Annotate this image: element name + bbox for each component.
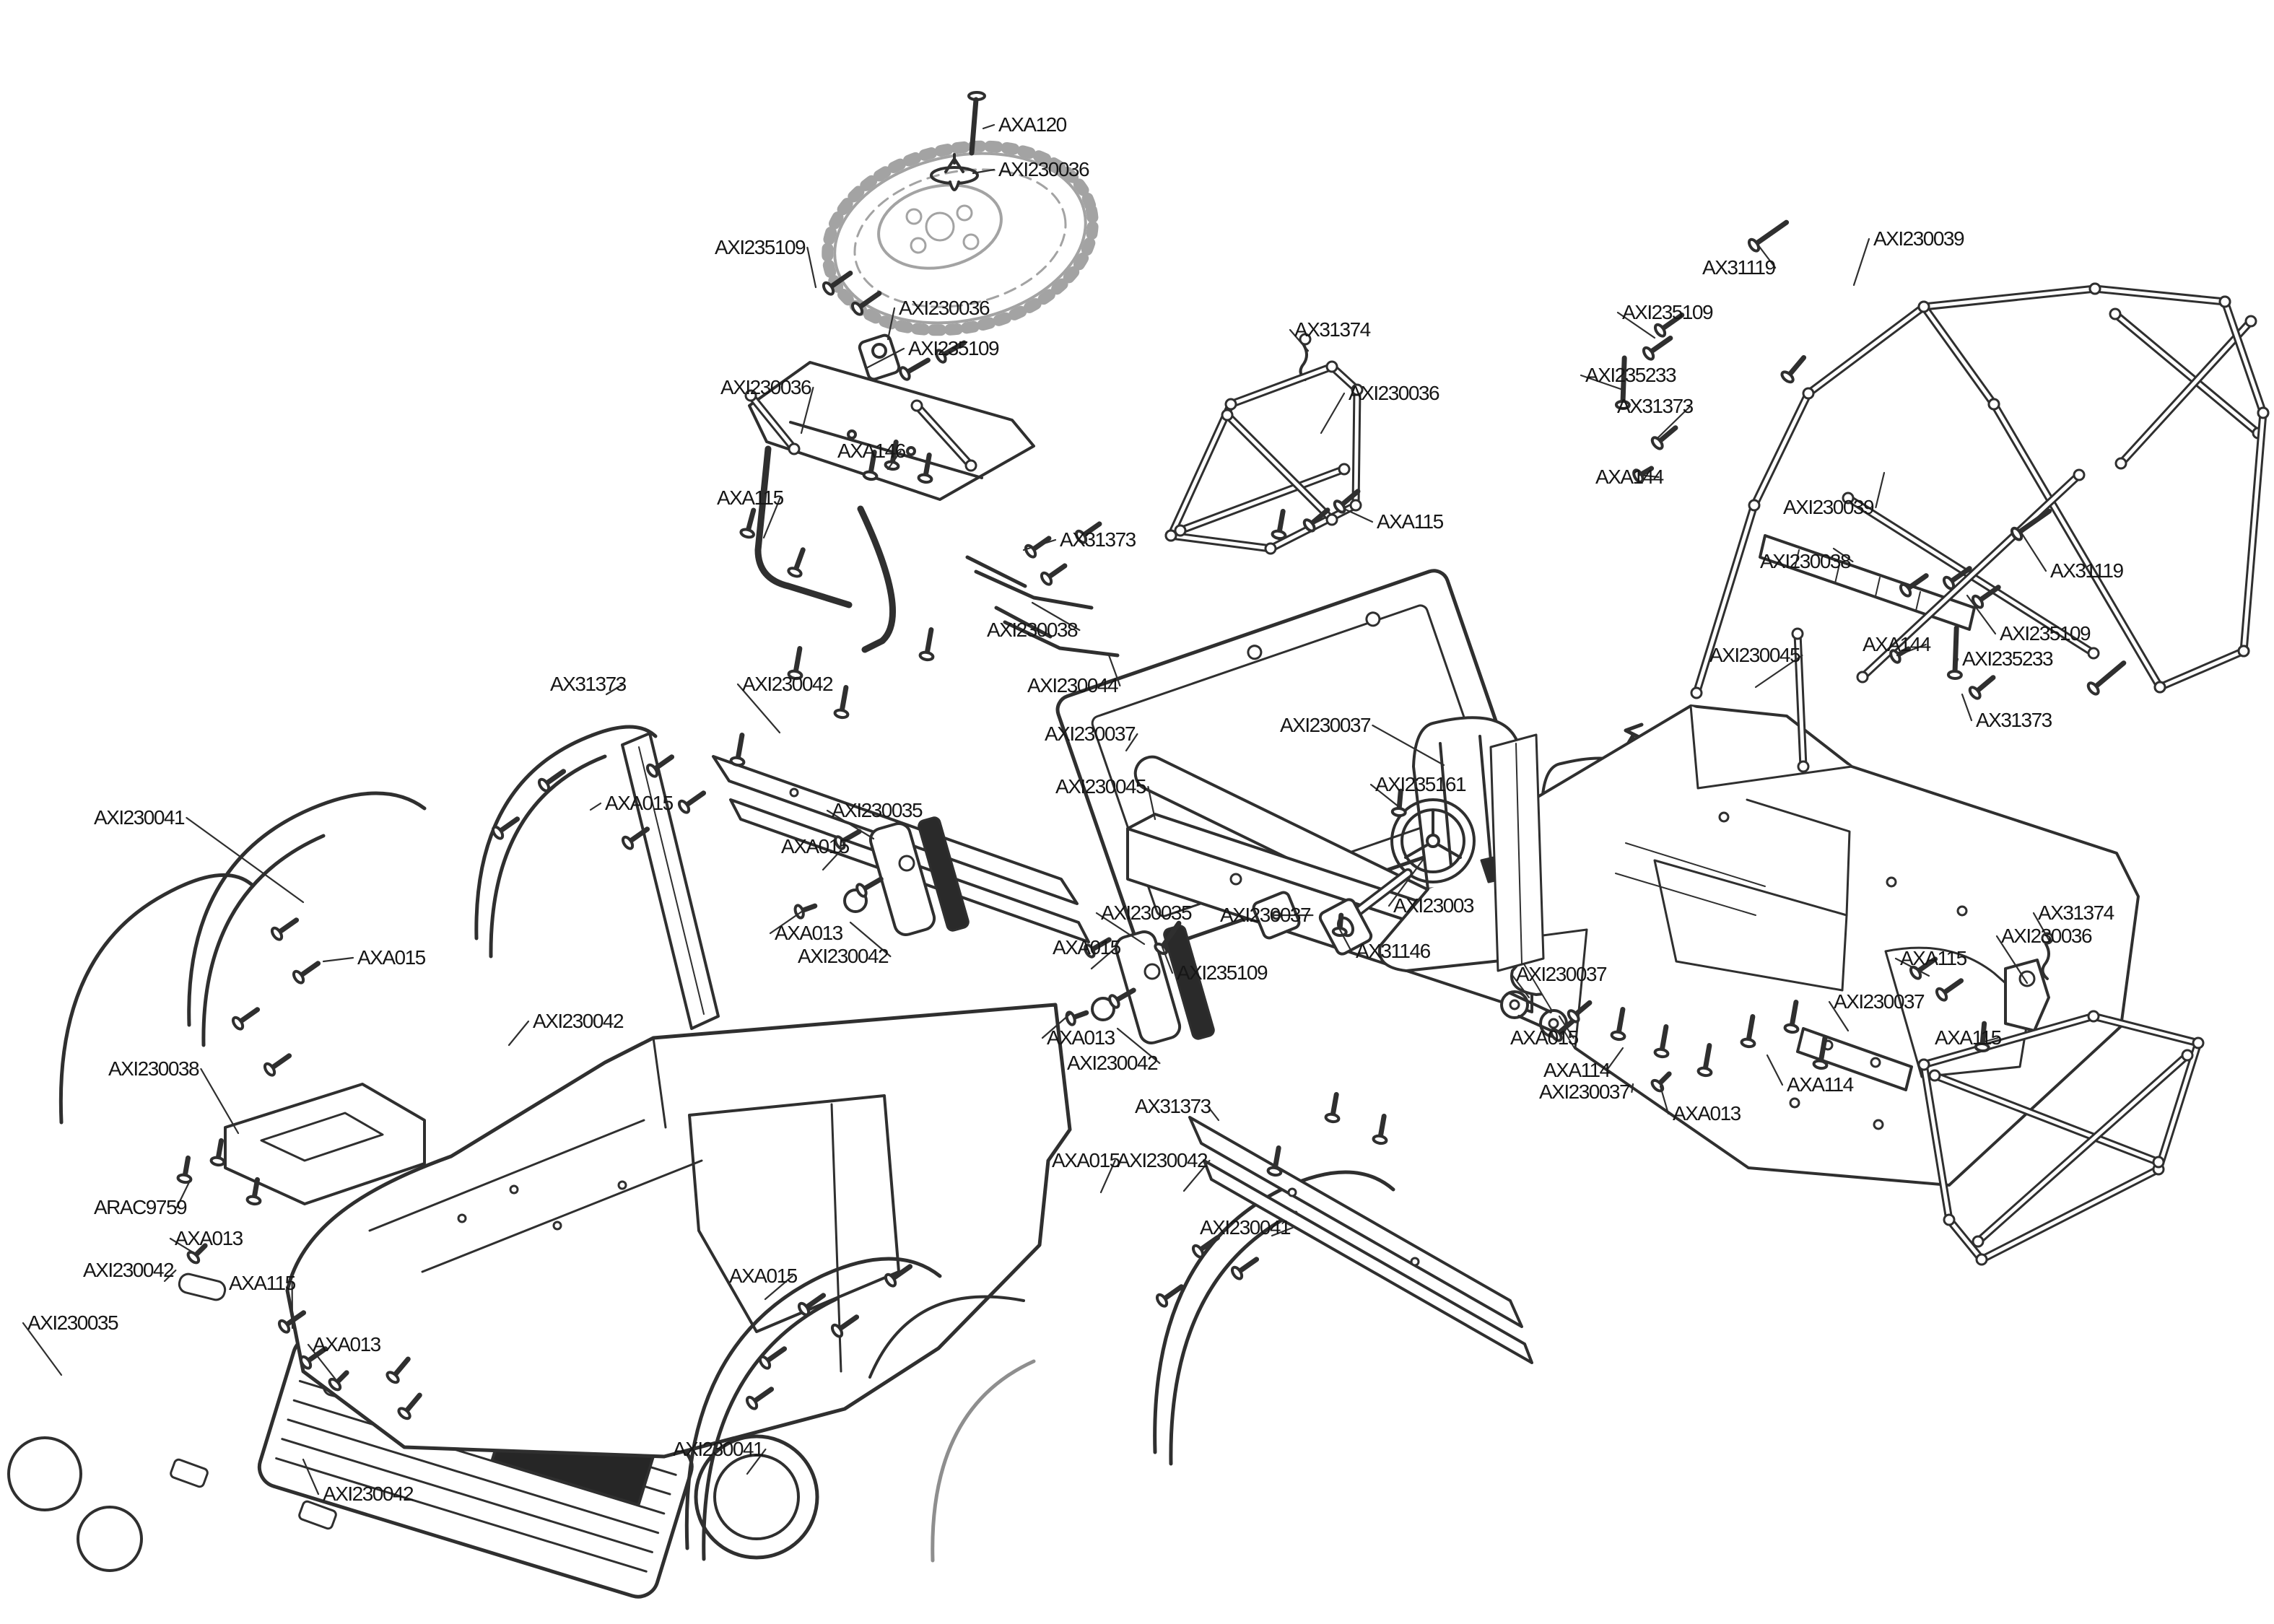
part-label: AXI230042: [533, 1010, 624, 1032]
part-label: AXA115: [1935, 1026, 2002, 1049]
part-label: AXA114: [1543, 1059, 1611, 1081]
part-label: ARAC9759: [94, 1196, 188, 1218]
wiper-arms-drawing: [965, 555, 1120, 658]
part-label: AXI230045: [1055, 775, 1147, 798]
part-label: AXA013: [175, 1227, 243, 1249]
part-label: AXI230037: [1280, 714, 1372, 736]
part-label: AXI230045: [1709, 644, 1801, 666]
part-label: AXI230037: [1220, 904, 1312, 926]
part-label: AX31119: [2050, 559, 2124, 582]
hood-scoop-drawing: [224, 1083, 426, 1205]
tire-mount-hardware: [930, 91, 986, 191]
part-label: AXA013: [313, 1333, 381, 1355]
part-label: AXI235109: [1177, 961, 1268, 984]
screw-hardware: [176, 219, 2127, 1420]
part-label: AX31373: [1135, 1095, 1211, 1117]
part-label: AXI235233: [1585, 364, 1677, 386]
part-label: AXI230035: [832, 799, 923, 821]
part-label: AXA115: [717, 486, 784, 509]
part-label: AXA115: [1900, 947, 1967, 969]
part-label: AXI230042: [323, 1483, 414, 1505]
part-label: AXI230039: [1783, 496, 1875, 518]
part-label: AXA120: [998, 113, 1067, 136]
part-label: AXI235109: [715, 236, 806, 258]
body-shell-drawing: [285, 1003, 1072, 1459]
part-label: AXA115: [1377, 510, 1444, 533]
windshield-panel-drawing: [621, 732, 720, 1030]
part-label: AXI230042: [798, 945, 889, 967]
part-label: AXA013: [1047, 1026, 1115, 1049]
part-label: AXI230042: [742, 673, 834, 695]
part-label: AXI235161: [1375, 773, 1467, 795]
part-label: AXI230037: [1045, 722, 1136, 745]
roll-cage-and-door-tubes: [744, 282, 2270, 1266]
part-label: AXA013: [775, 922, 843, 944]
part-label: AX31374: [2038, 902, 2114, 924]
part-label: AXI23003: [1393, 894, 1475, 917]
part-label: AXI230042: [1117, 1149, 1208, 1171]
part-label: AXA015: [1052, 1149, 1120, 1171]
part-label: AXI230041: [1200, 1216, 1291, 1239]
part-label: AXA144: [1595, 466, 1664, 488]
part-label: AXI230036: [899, 297, 990, 319]
part-label: AXI230038: [987, 619, 1079, 641]
part-label: AXI230037: [1516, 963, 1608, 985]
part-label: AXI235233: [1962, 647, 2054, 670]
part-label: AXA015: [729, 1265, 798, 1287]
part-label: AXI230041: [94, 806, 186, 829]
part-label: AXI230035: [27, 1311, 119, 1334]
part-label: AXI235109: [1622, 301, 1714, 323]
part-label: AXI230037: [1834, 990, 1925, 1013]
part-label: AXI230037: [1539, 1081, 1631, 1103]
tire-carrier-drawing: [748, 333, 1035, 653]
part-label: AXI230044: [1027, 674, 1119, 697]
fender-flares-drawing: [58, 725, 1395, 1563]
part-label: AXA144: [1863, 633, 1931, 655]
part-label: AXI230036: [720, 376, 812, 398]
part-label: AX31373: [1617, 395, 1694, 417]
part-label: AXI230041: [673, 1438, 764, 1460]
part-label: AXI230038: [1760, 550, 1852, 572]
spare-tire-drawing: [822, 140, 1099, 336]
part-label: AXA015: [1053, 936, 1121, 959]
part-label: AXI230042: [1067, 1052, 1159, 1074]
part-label: AXA015: [781, 835, 850, 857]
part-label: AX31373: [1060, 528, 1136, 551]
part-label: AXI230036: [998, 158, 1090, 180]
part-label: AXA013: [1673, 1102, 1741, 1125]
leader-lines: [22, 123, 2050, 1496]
part-label: AX31373: [1976, 709, 2052, 731]
part-label: AXI235109: [2000, 622, 2091, 645]
part-label: AXA015: [357, 946, 426, 969]
steering-wheel-drawing: [1318, 798, 1476, 956]
part-label: AX31373: [550, 673, 627, 695]
part-label: AXA015: [1510, 1026, 1579, 1049]
part-label: AX31374: [1294, 318, 1371, 341]
part-label: AX31146: [1356, 940, 1431, 962]
part-label: AXI230038: [108, 1057, 200, 1080]
part-label: AXI230036: [2001, 925, 2093, 947]
part-label: AXA146: [837, 440, 906, 462]
part-label: AXI230036: [1349, 382, 1440, 404]
part-label: AXI235109: [908, 337, 1000, 359]
part-label: AX31119: [1702, 256, 1776, 279]
part-label: AXA115: [229, 1272, 296, 1294]
part-label: AXI230035: [1101, 902, 1193, 924]
part-label: AXA114: [1787, 1073, 1854, 1096]
part-label: AXA015: [605, 792, 674, 814]
part-label: AXI230039: [1873, 227, 1965, 250]
part-label: AXI230042: [83, 1259, 175, 1281]
